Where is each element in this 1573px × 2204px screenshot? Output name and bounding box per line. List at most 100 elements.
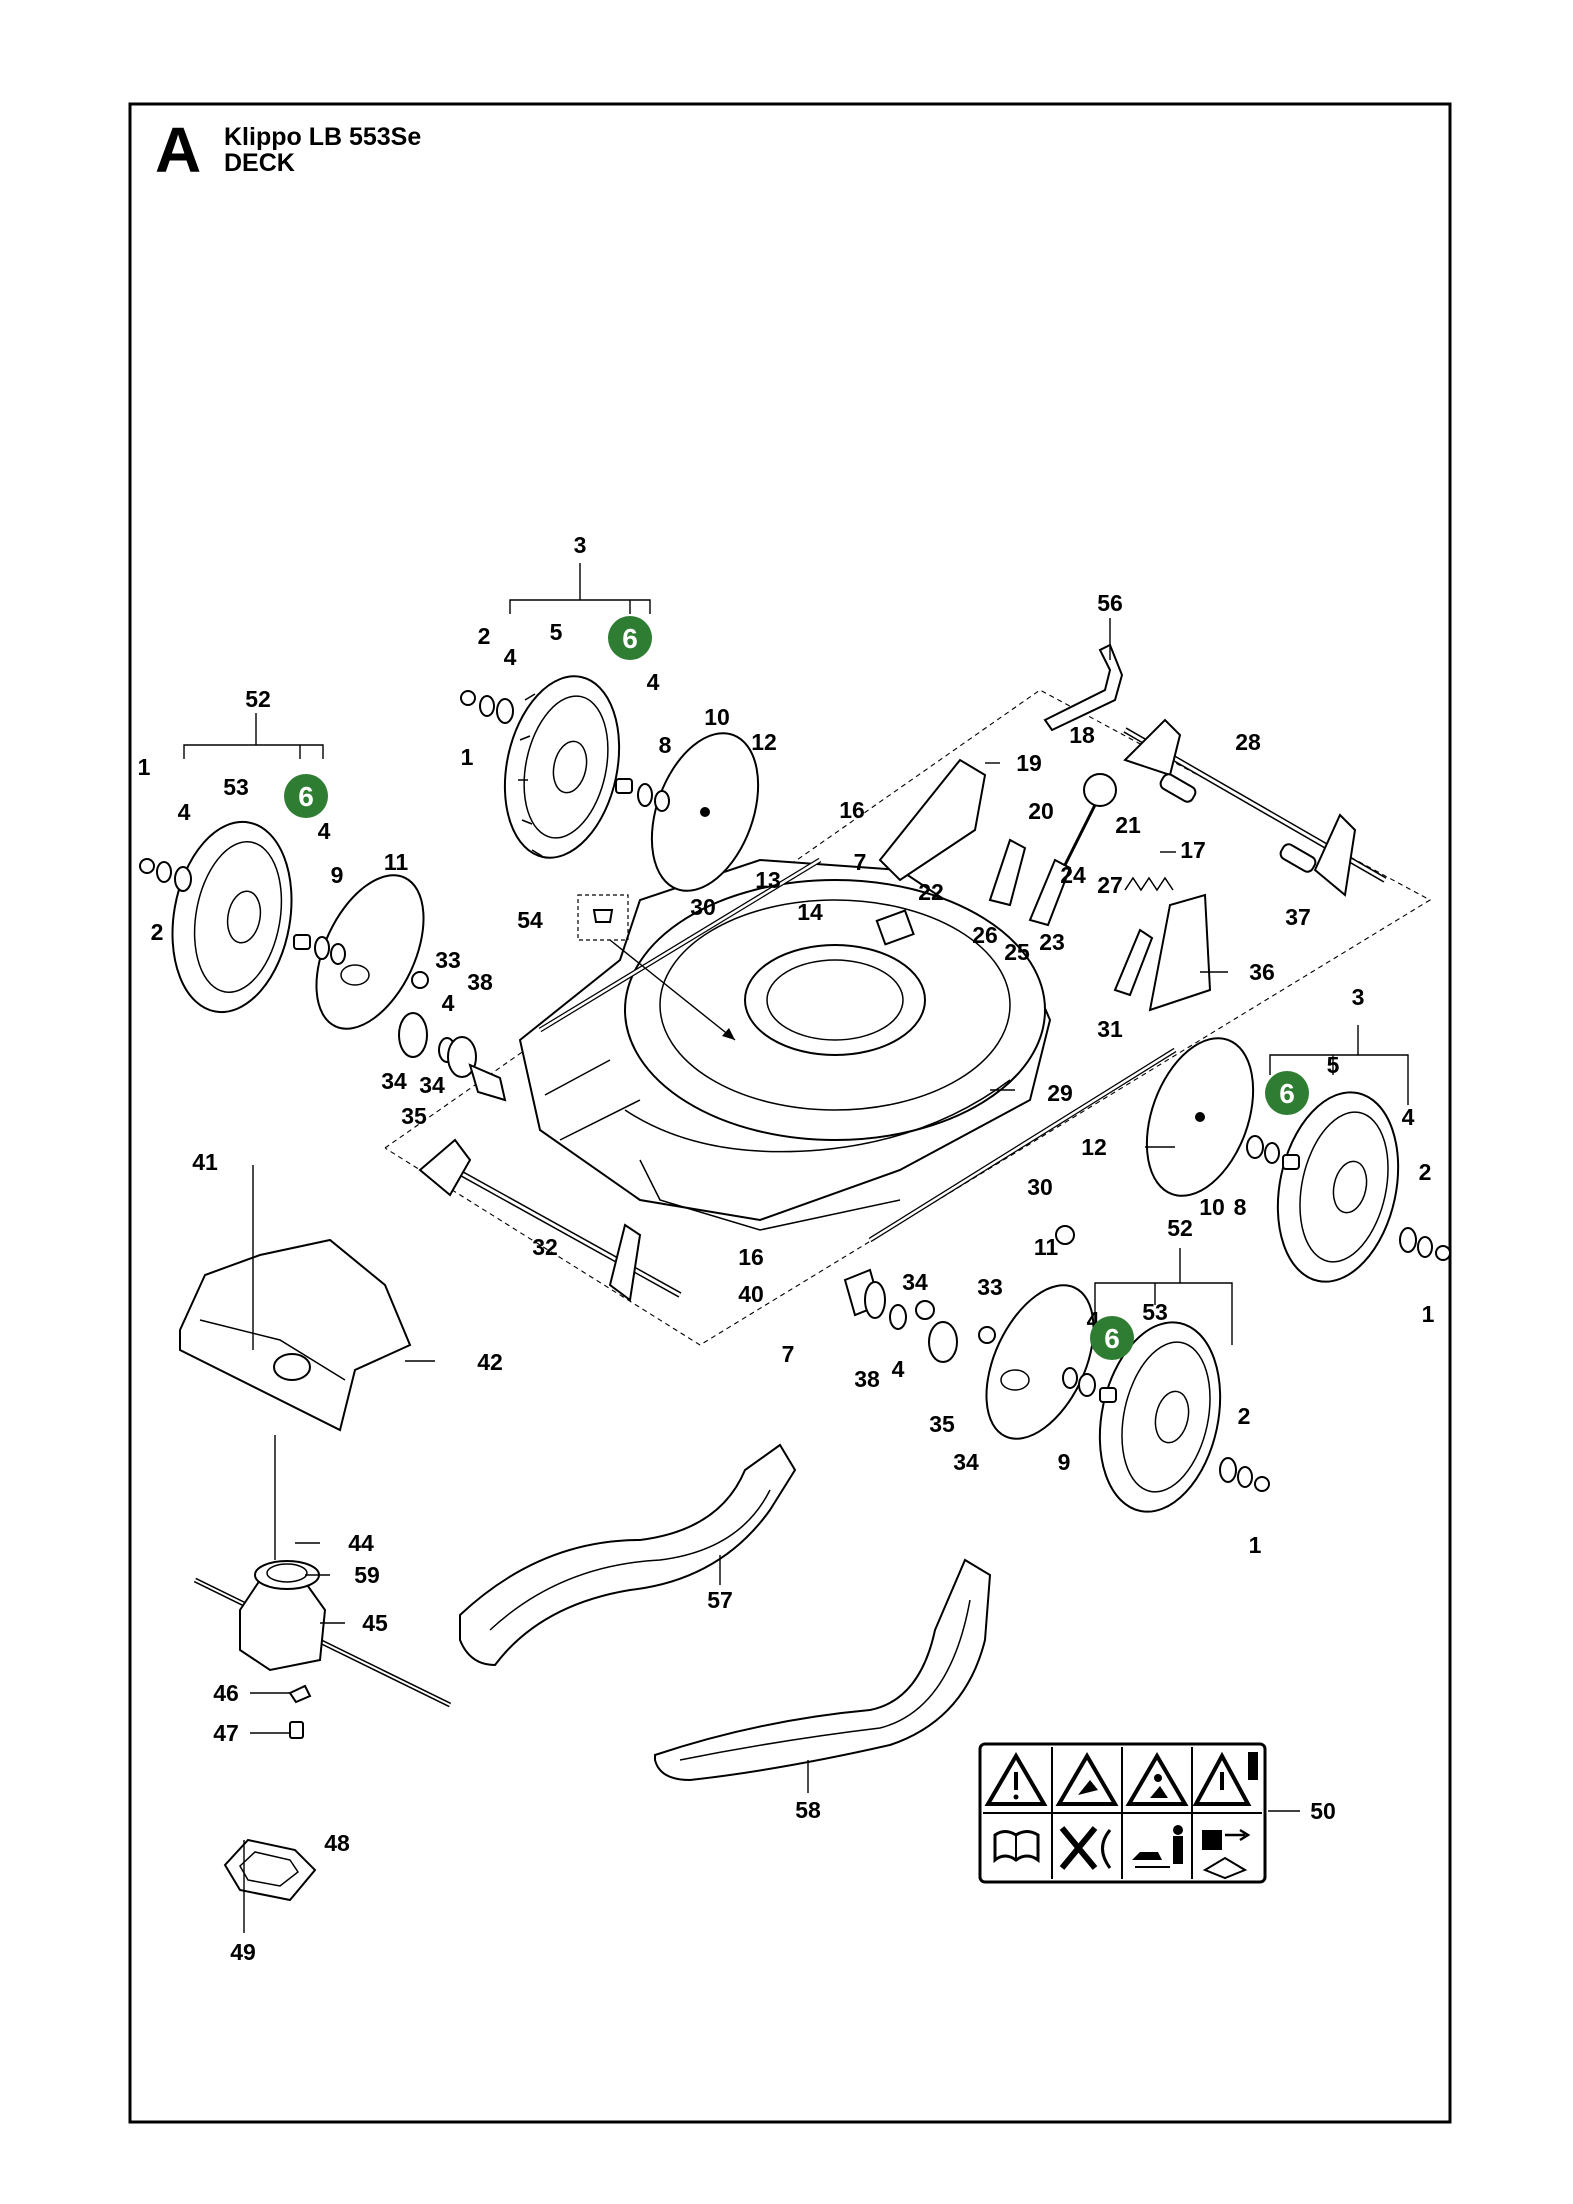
label-4-right: 4 bbox=[1402, 1104, 1415, 1130]
hand-cut-warning-icon bbox=[1055, 1752, 1119, 1806]
label-36: 36 bbox=[1249, 959, 1275, 985]
warning-triangle-icon bbox=[984, 1752, 1048, 1806]
label-10-right: 10 bbox=[1199, 1194, 1225, 1220]
section-letter: A bbox=[155, 114, 202, 186]
wheel-cover-10-right bbox=[1145, 1037, 1255, 1197]
label-16-top: 16 bbox=[839, 797, 865, 823]
label-35-right: 35 bbox=[929, 1411, 955, 1437]
label-40: 40 bbox=[738, 1281, 764, 1307]
label-7-bottom: 7 bbox=[782, 1341, 795, 1367]
spring-17 bbox=[1124, 876, 1174, 892]
gearbox-cover-49 bbox=[223, 1838, 317, 1902]
label-47: 47 bbox=[213, 1720, 239, 1746]
label-38-right: 38 bbox=[854, 1366, 880, 1392]
part-number-labels: 3 2 4 5 4 1 8 10 12 52 1 53 4 4 2 9 11 3… bbox=[138, 532, 1435, 1965]
label-7-top: 7 bbox=[854, 849, 867, 875]
keep-distance-icon bbox=[1132, 1825, 1183, 1868]
kit-badges: 6 6 6 6 bbox=[284, 616, 1309, 1360]
disconnect-plug-icon bbox=[1202, 1828, 1251, 1880]
leader-lines bbox=[183, 563, 1409, 1933]
label-18: 18 bbox=[1069, 722, 1095, 748]
label-25: 25 bbox=[1004, 939, 1030, 965]
wheel-front-bottom bbox=[1098, 1321, 1222, 1513]
label-3-right: 3 bbox=[1352, 984, 1365, 1010]
deck-housing bbox=[518, 858, 1052, 1231]
kit-badge-left bbox=[284, 774, 328, 818]
label-29: 29 bbox=[1047, 1080, 1073, 1106]
label-4-left-c: 4 bbox=[442, 990, 455, 1016]
label-33-left: 33 bbox=[435, 947, 461, 973]
label-26: 26 bbox=[972, 922, 998, 948]
label-28: 28 bbox=[1235, 729, 1261, 755]
drive-gear-left bbox=[398, 971, 507, 1102]
label-23: 23 bbox=[1039, 929, 1065, 955]
label-12-top: 12 bbox=[751, 729, 777, 755]
label-19: 19 bbox=[1016, 750, 1042, 776]
label-57: 57 bbox=[707, 1587, 733, 1613]
label-34-left-a: 34 bbox=[381, 1068, 407, 1094]
tie-rod-30-rear bbox=[538, 857, 822, 1033]
label-1-bottom: 1 bbox=[1249, 1532, 1262, 1558]
label-34-left-b: 34 bbox=[419, 1072, 445, 1098]
label-52-right: 52 bbox=[1167, 1215, 1193, 1241]
label-1-top: 1 bbox=[461, 744, 474, 770]
label-48: 48 bbox=[324, 1830, 350, 1856]
label-1-right: 1 bbox=[1422, 1301, 1435, 1327]
drive-gear-right bbox=[843, 1268, 996, 1363]
label-12-right: 12 bbox=[1081, 1134, 1107, 1160]
label-52-left: 52 bbox=[245, 686, 271, 712]
label-33-right: 33 bbox=[977, 1274, 1003, 1300]
label-59: 59 bbox=[354, 1562, 380, 1588]
wheel-cover-11-left bbox=[315, 874, 425, 1030]
label-11-left: 11 bbox=[384, 849, 409, 875]
label-35-left: 35 bbox=[401, 1103, 427, 1129]
label-2-left: 2 bbox=[151, 919, 164, 945]
label-53-right: 53 bbox=[1142, 1299, 1168, 1325]
label-11-right: 11 bbox=[1034, 1234, 1059, 1260]
label-1-left: 1 bbox=[138, 754, 151, 780]
page-frame bbox=[128, 102, 1452, 2124]
label-4-top-left: 4 bbox=[504, 644, 517, 670]
lever-plates bbox=[988, 838, 1212, 1012]
label-2-right: 2 bbox=[1419, 1159, 1432, 1185]
handle-bracket-57 bbox=[459, 1443, 797, 1667]
label-34-right-b: 34 bbox=[953, 1449, 979, 1475]
label-10-top: 10 bbox=[704, 704, 730, 730]
label-50: 50 bbox=[1310, 1798, 1336, 1824]
kit-badge-top bbox=[608, 616, 652, 660]
label-16-bottom: 16 bbox=[738, 1244, 764, 1270]
warning-decal-50 bbox=[978, 1742, 1267, 1884]
label-2-top: 2 bbox=[478, 623, 491, 649]
label-58: 58 bbox=[795, 1797, 821, 1823]
label-54: 54 bbox=[517, 907, 543, 933]
label-45: 45 bbox=[362, 1610, 388, 1636]
label-53-left: 53 bbox=[223, 774, 249, 800]
kit-badge-bottom bbox=[1090, 1316, 1134, 1360]
label-13: 13 bbox=[755, 867, 781, 893]
label-2-bottom: 2 bbox=[1238, 1403, 1251, 1429]
label-21: 21 bbox=[1115, 812, 1141, 838]
deck-outline bbox=[384, 689, 1432, 1346]
tie-rod-30-front bbox=[868, 1047, 1177, 1243]
label-20: 20 bbox=[1028, 798, 1054, 824]
rear-axle-rod-28 bbox=[1123, 718, 1387, 897]
label-42: 42 bbox=[477, 1349, 503, 1375]
warning-text-icon bbox=[1192, 1751, 1258, 1806]
section-title: DECK bbox=[224, 149, 295, 177]
thrown-object-warning-icon bbox=[1125, 1752, 1189, 1806]
wheel-rear-top bbox=[503, 675, 621, 859]
label-30-front: 30 bbox=[1027, 1174, 1053, 1200]
label-24: 24 bbox=[1060, 862, 1086, 888]
kit-badge-right-label: 6 bbox=[1279, 1078, 1295, 1109]
label-4-left-b: 4 bbox=[318, 818, 331, 844]
wheel-rear-left bbox=[171, 820, 293, 1014]
kit-badge-bottom-label: 6 bbox=[1104, 1323, 1120, 1354]
label-5-top: 5 bbox=[550, 619, 563, 645]
label-5-right: 5 bbox=[1327, 1052, 1340, 1078]
label-17: 17 bbox=[1180, 837, 1206, 863]
label-30-rear: 30 bbox=[690, 894, 716, 920]
height-adjust-bracket-19 bbox=[878, 758, 987, 882]
manual-book-icon bbox=[993, 1830, 1040, 1864]
hardware-small-parts bbox=[139, 690, 1451, 1492]
